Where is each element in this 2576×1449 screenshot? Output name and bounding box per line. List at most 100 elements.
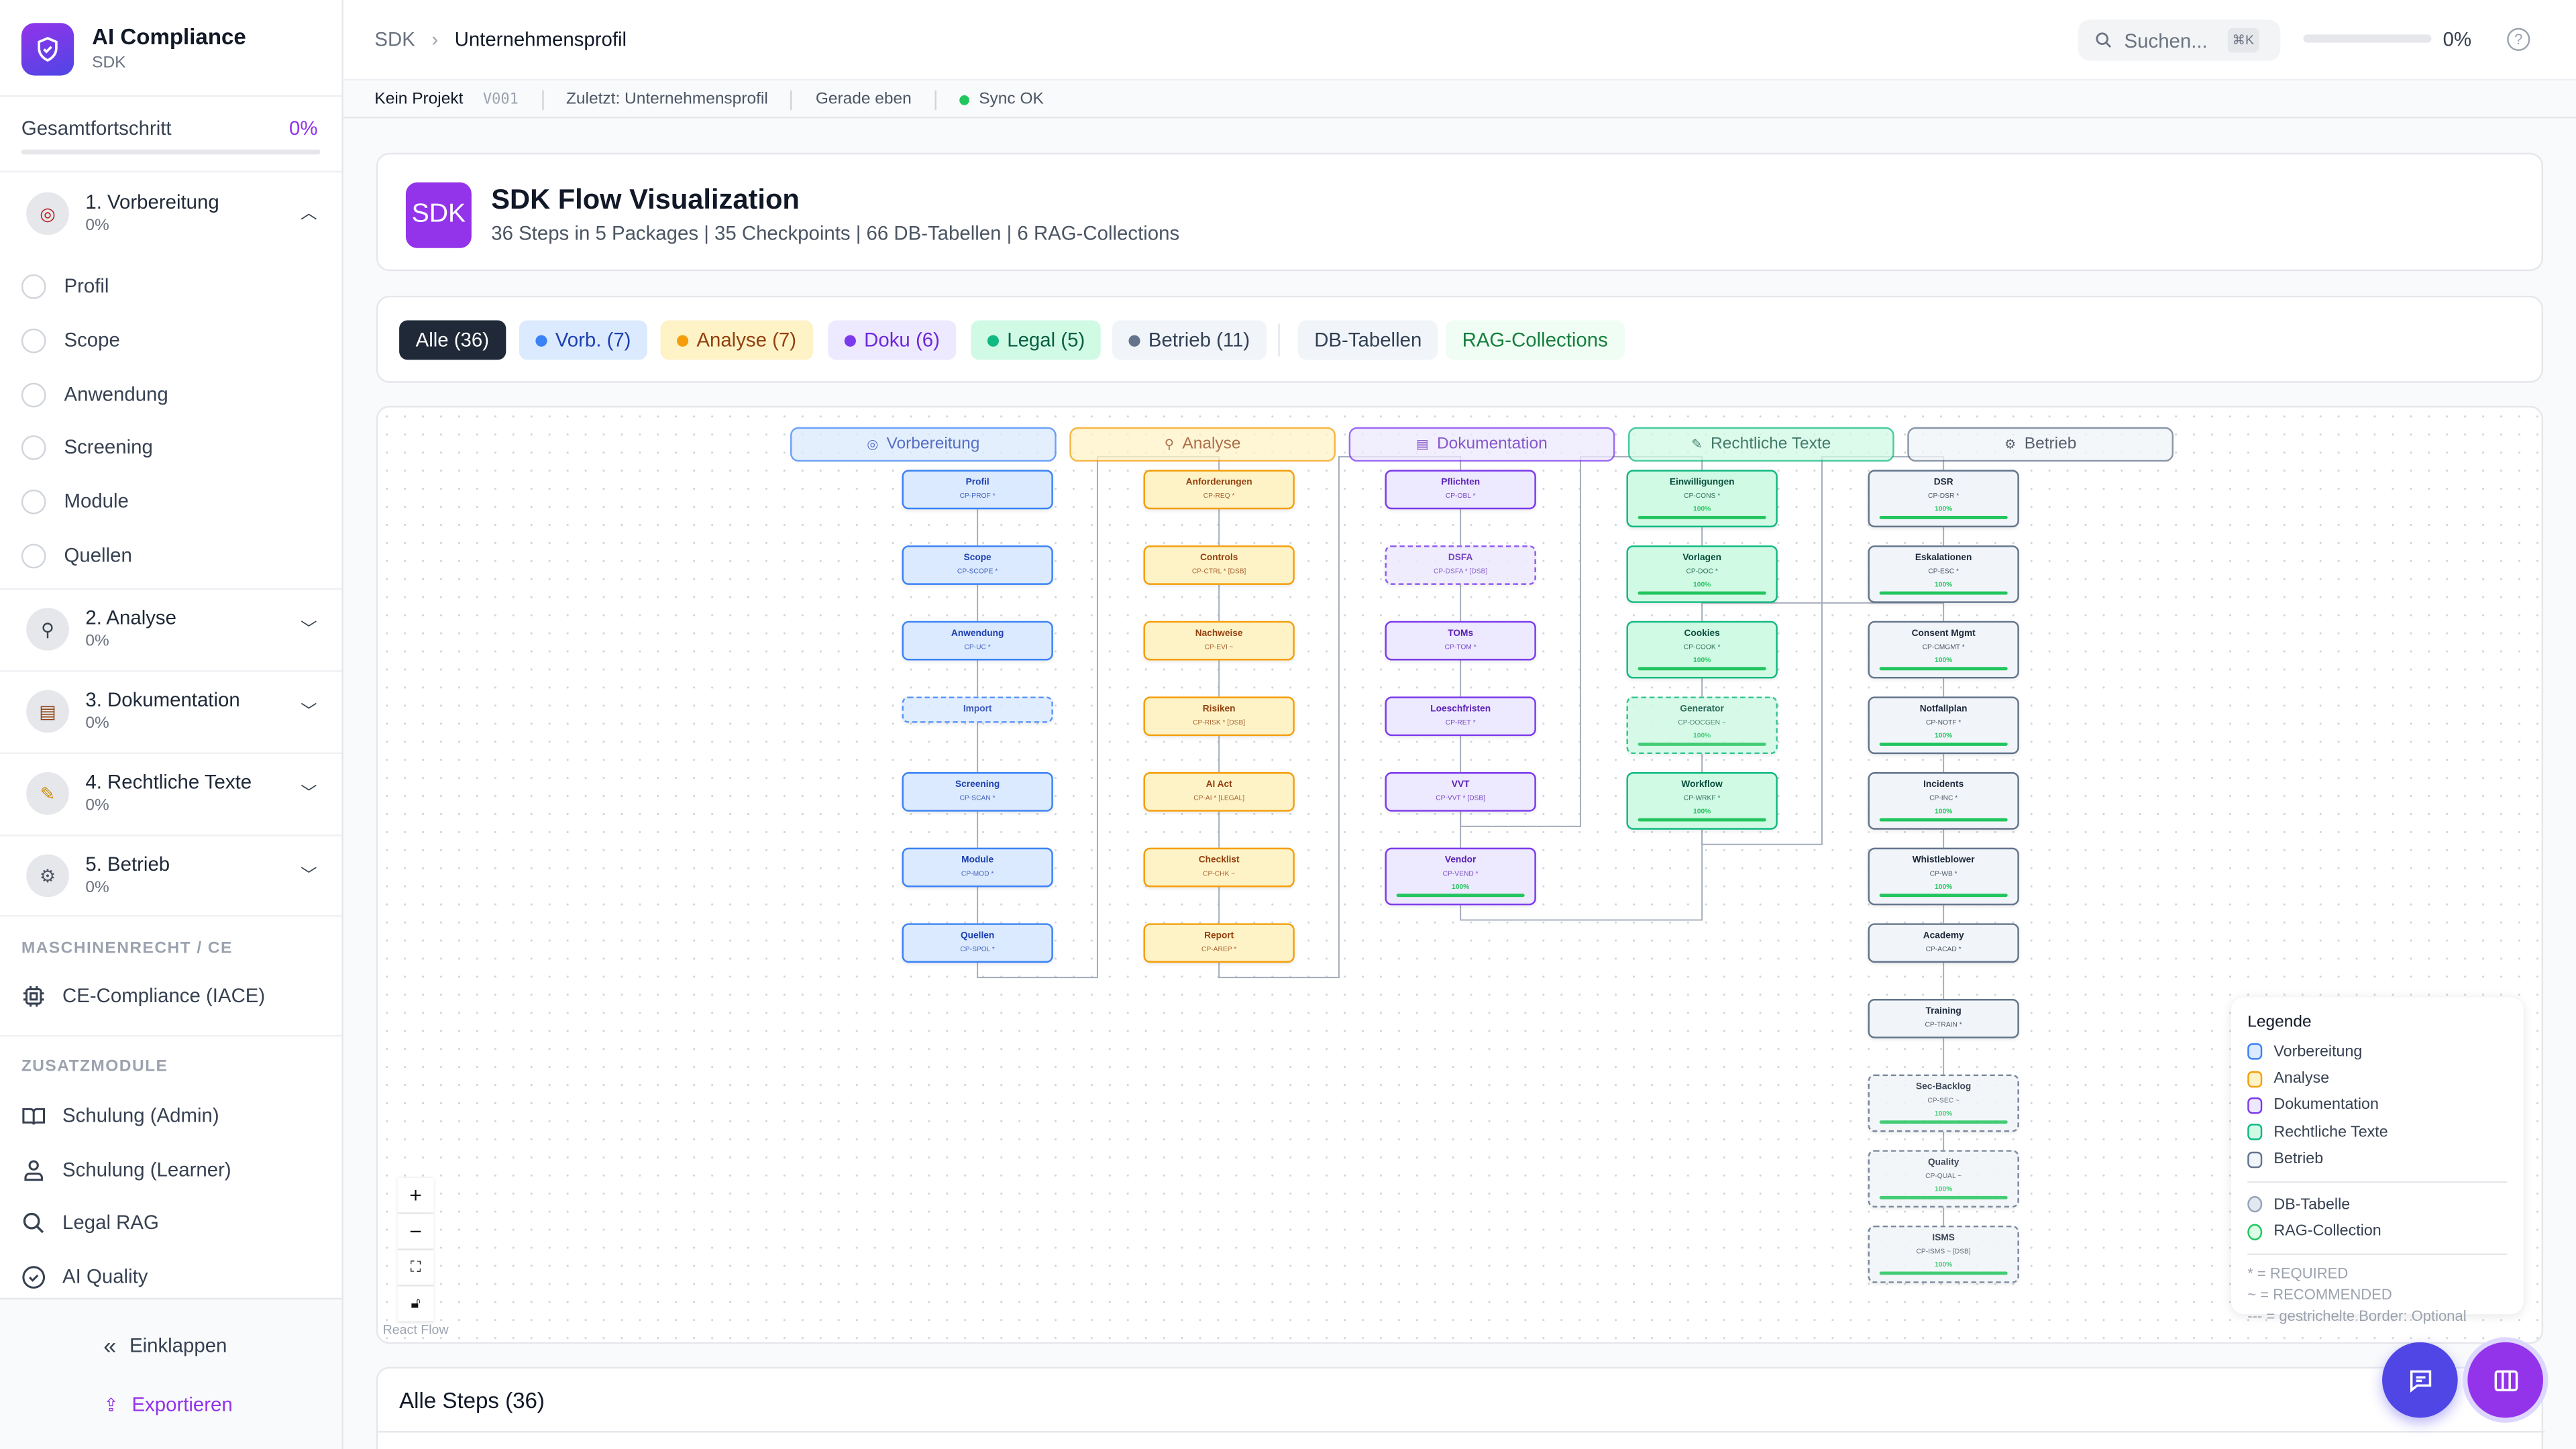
node-checkpoint: CP-SPOL * <box>960 945 995 953</box>
chat-button[interactable] <box>2382 1342 2458 1418</box>
legend-label: Rechtliche Texte <box>2273 1123 2388 1142</box>
node-label: Whistleblower <box>1912 855 1975 866</box>
breadcrumb-root[interactable]: SDK <box>374 28 415 51</box>
search-input[interactable]: Suchen... ⌘K <box>2078 19 2281 61</box>
rag-swatch <box>2247 1223 2263 1240</box>
item-label: Screening <box>64 435 153 459</box>
chevron-down-icon[interactable]: ﹀ <box>301 785 317 804</box>
steps-card-title: Alle Steps (36) <box>399 1388 545 1413</box>
filter-doku[interactable]: Doku (6) <box>828 320 957 360</box>
sidebar-section-rechtliche-texte[interactable]: ✎ 4. Rechtliche Texte 0% ﹀ <box>0 756 341 835</box>
sidebar-section-analyse[interactable]: ⚲ 2. Analyse 0% ﹀ <box>0 592 341 671</box>
flow-node-import[interactable]: Import <box>902 696 1053 723</box>
node-checkpoint: CP-RISK * [DSB] <box>1193 718 1246 727</box>
node-checkpoint: CP-EVI ~ <box>1204 642 1234 651</box>
sidebar-item-module[interactable]: Module <box>21 483 129 519</box>
chevron-down-icon[interactable]: ﹀ <box>301 703 317 722</box>
sidebar-item-anwendung[interactable]: Anwendung <box>21 376 168 413</box>
node-progress-bar <box>1879 667 2008 671</box>
sidebar-section-betrieb[interactable]: ⚙ 5. Betrieb 0% ﹀ <box>0 838 341 917</box>
sidebar-item-quellen[interactable]: Quellen <box>21 537 132 574</box>
project-label[interactable]: Kein Projekt <box>374 90 464 109</box>
collapse-button[interactable]: «Einklappen <box>103 1332 227 1358</box>
sidebar-item-ce-compliance[interactable]: CE-Compliance (IACE) <box>21 979 265 1012</box>
sidebar-item-ai-quality[interactable]: AI Quality <box>21 1260 148 1293</box>
fit-view-button[interactable]: ⛶ <box>397 1250 434 1287</box>
filter-rag-collections[interactable]: RAG-Collections <box>1446 320 1625 360</box>
filter-betrieb[interactable]: Betrieb (11) <box>1112 320 1267 360</box>
node-label: Workflow <box>1681 780 1723 790</box>
sidebar-section-vorbereitung[interactable]: ◎ 1. Vorbereitung 0% ︿ <box>0 176 341 255</box>
fit-view-icon: ⛶ <box>410 1258 421 1275</box>
chevron-down-icon[interactable]: ﹀ <box>301 621 317 639</box>
help-icon[interactable]: ? <box>2507 28 2530 51</box>
lock-button[interactable]: 🔓︎ <box>397 1286 434 1323</box>
export-button[interactable]: ⇪Exportieren <box>103 1393 232 1416</box>
sidebar-item-schulung-admin[interactable]: Schulung (Admin) <box>21 1099 219 1132</box>
columns-view-button[interactable] <box>2467 1342 2544 1418</box>
filter-analyse[interactable]: Analyse (7) <box>660 320 813 360</box>
node-checkpoint: CP-DOC * <box>1686 566 1718 576</box>
unlock-icon: 🔓︎ <box>411 1294 421 1311</box>
filter-db-tabellen[interactable]: DB-Tabellen <box>1297 320 1438 360</box>
export-label: Exportieren <box>131 1393 233 1417</box>
zoom-out-button[interactable]: − <box>397 1214 434 1250</box>
filter-alle[interactable]: Alle (36) <box>399 320 506 360</box>
sidebar-item-screening[interactable]: Screening <box>21 429 153 465</box>
node-label: VVT <box>1451 780 1470 790</box>
filter-legal[interactable]: Legal (5) <box>971 320 1102 360</box>
node-checkpoint: CP-AREP * <box>1201 945 1237 953</box>
chevron-up-icon[interactable]: ︿ <box>301 205 317 224</box>
node-progress-bar <box>1638 591 1766 595</box>
sidebar-item-scope[interactable]: Scope <box>21 322 120 358</box>
zoom-in-button[interactable]: + <box>397 1177 434 1214</box>
node-checkpoint: CP-MOD * <box>961 869 994 877</box>
node-checkpoint: CP-UC * <box>964 642 991 651</box>
filter-vorb[interactable]: Vorb. (7) <box>519 320 647 360</box>
legend-item: Dokumentation <box>2247 1092 2507 1119</box>
db-swatch <box>2247 1196 2263 1213</box>
sidebar-item-legal-rag[interactable]: Legal RAG <box>21 1206 159 1239</box>
chevron-down-icon[interactable]: ﹀ <box>301 867 317 886</box>
sidebar-section-dokumentation[interactable]: ▤ 3. Dokumentation 0% ﹀ <box>0 674 341 753</box>
react-flow-attribution[interactable]: React Flow <box>382 1322 449 1338</box>
sidebar-item-profil[interactable]: Profil <box>21 268 109 304</box>
sidebar-item-schulung-learner[interactable]: Schulung (Learner) <box>21 1153 231 1186</box>
